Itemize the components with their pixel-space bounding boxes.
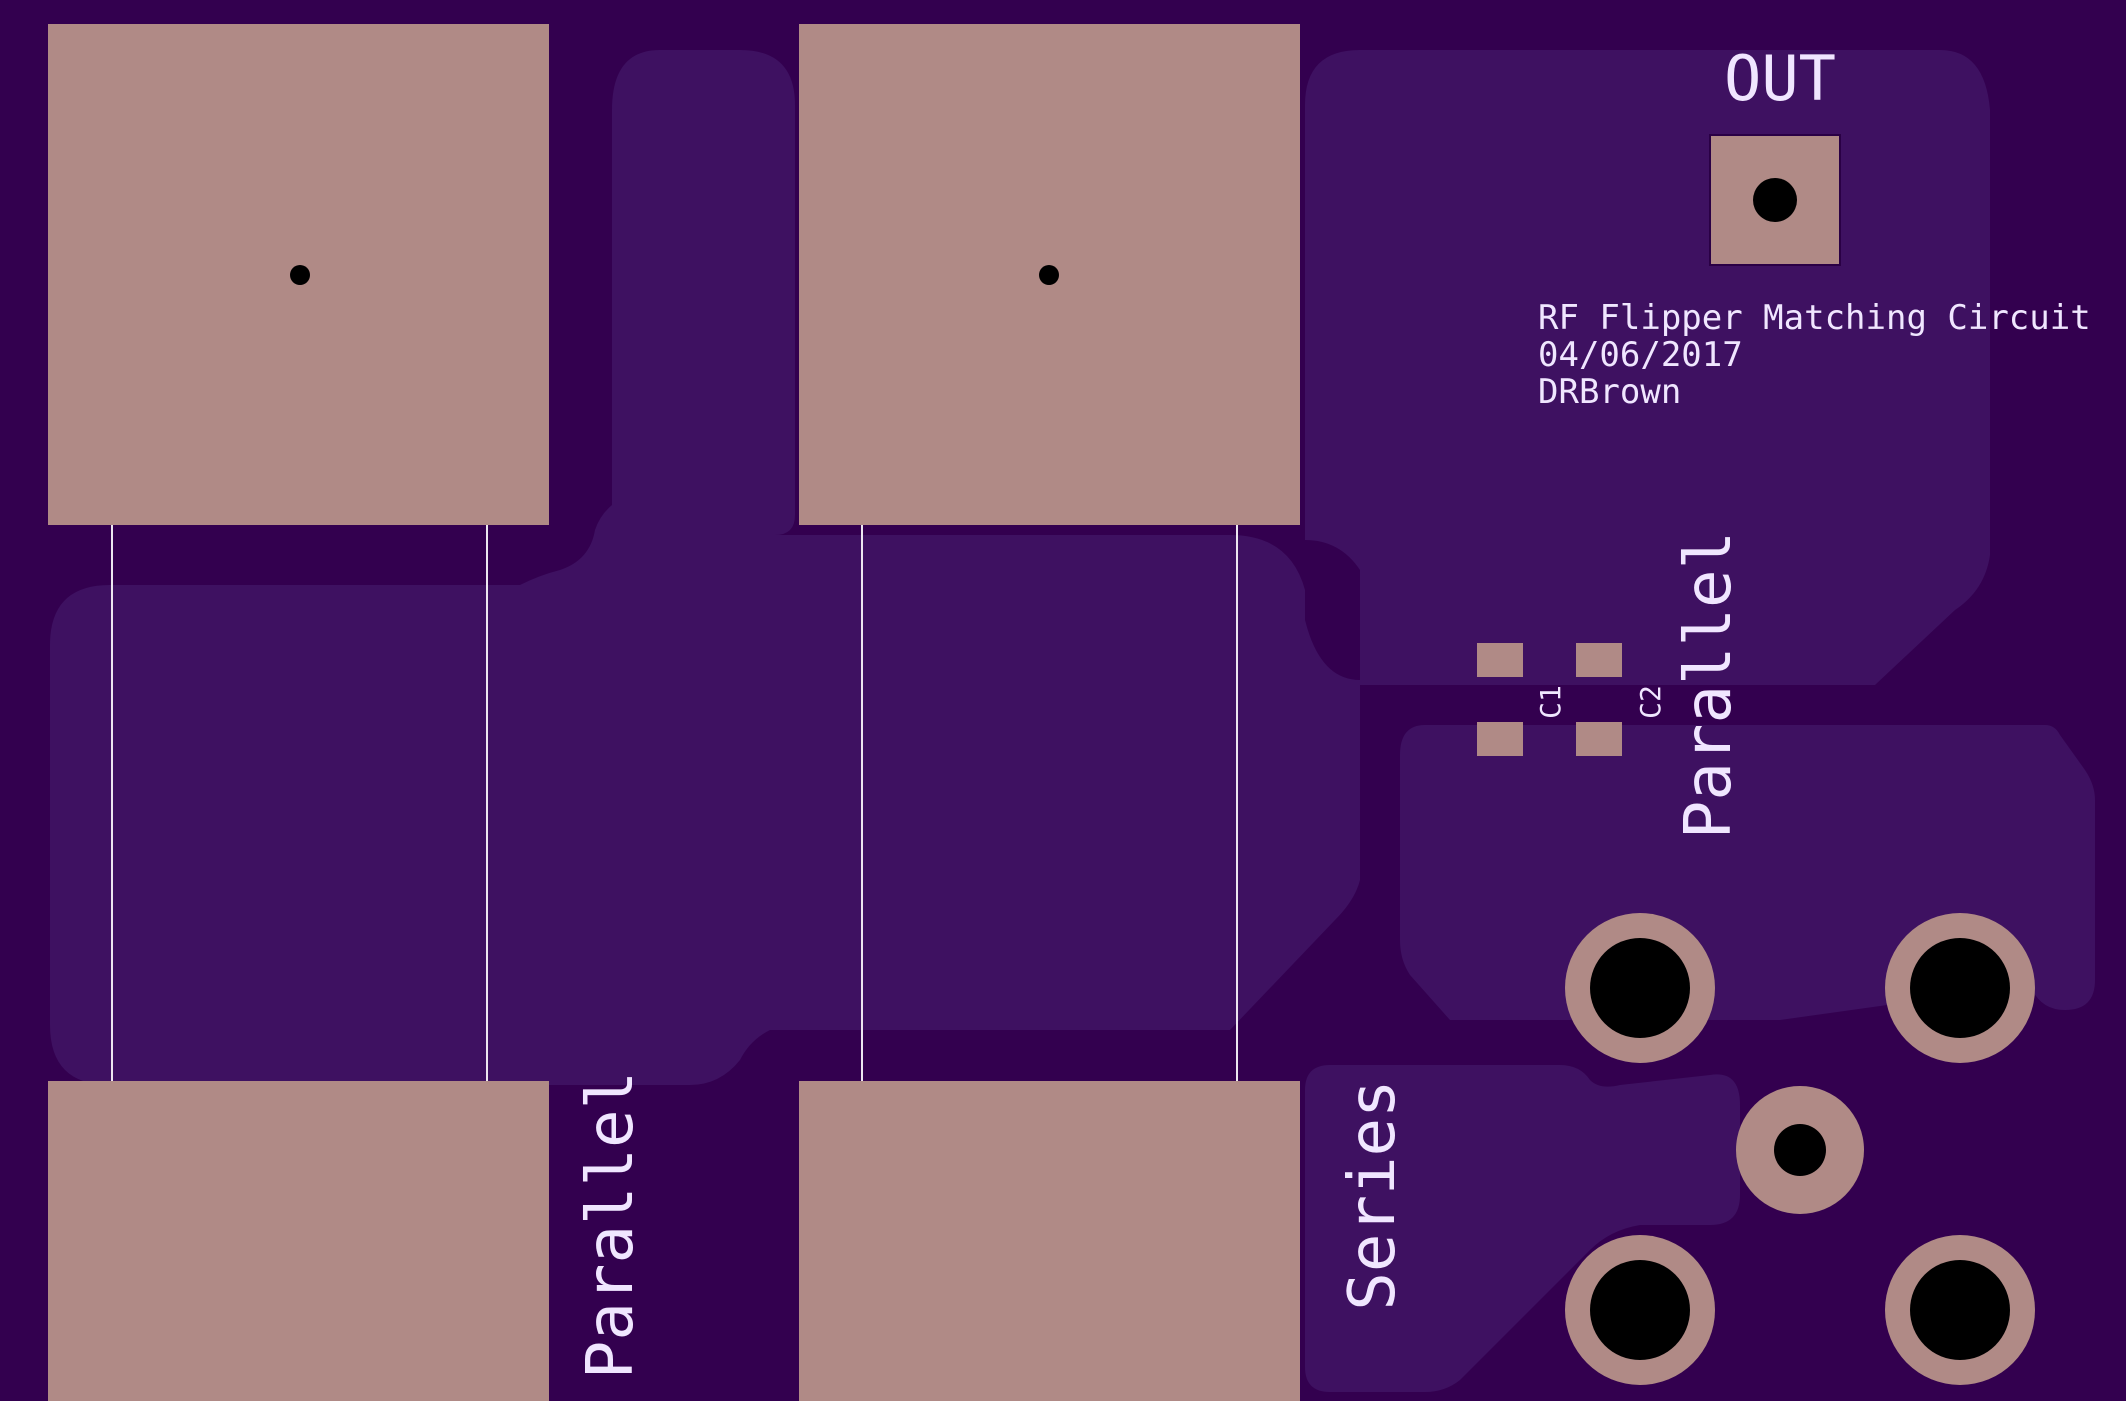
- c1-label: C1: [1534, 685, 1567, 719]
- c2-label: C2: [1634, 685, 1667, 719]
- capacitor-pad-bottom-center: [799, 1081, 1300, 1401]
- through-hole-drill-1: [1590, 938, 1690, 1038]
- c1-pad-bottom: [1477, 722, 1523, 756]
- c2-pad-bottom: [1576, 722, 1622, 756]
- through-hole-drill-center: [1774, 1124, 1826, 1176]
- board-author: DRBrown: [1538, 372, 1681, 412]
- through-hole-drill-4: [1910, 1260, 2010, 1360]
- series-label: Series: [1336, 1079, 1410, 1310]
- c1-pad-top: [1477, 643, 1523, 677]
- copper-pour-lower-right: [1305, 1065, 1740, 1392]
- through-hole-drill-2: [1910, 938, 2010, 1038]
- through-hole-drill-3: [1590, 1260, 1690, 1360]
- via-top-center: [1039, 265, 1059, 285]
- board-title: RF Flipper Matching Circuit: [1538, 298, 2091, 338]
- copper-pour-main: [50, 50, 1360, 1085]
- c2-pad-top: [1576, 643, 1622, 677]
- parallel-label-left: Parallel: [574, 1071, 648, 1379]
- out-connector-drill: [1753, 178, 1797, 222]
- out-label: OUT: [1724, 42, 1836, 115]
- via-top-left: [290, 265, 310, 285]
- capacitor-pad-bottom-left: [48, 1081, 549, 1401]
- parallel-label-right: Parallel: [1672, 531, 1746, 839]
- board-date: 04/06/2017: [1538, 335, 1743, 375]
- out-connector-outline: [1709, 134, 1841, 266]
